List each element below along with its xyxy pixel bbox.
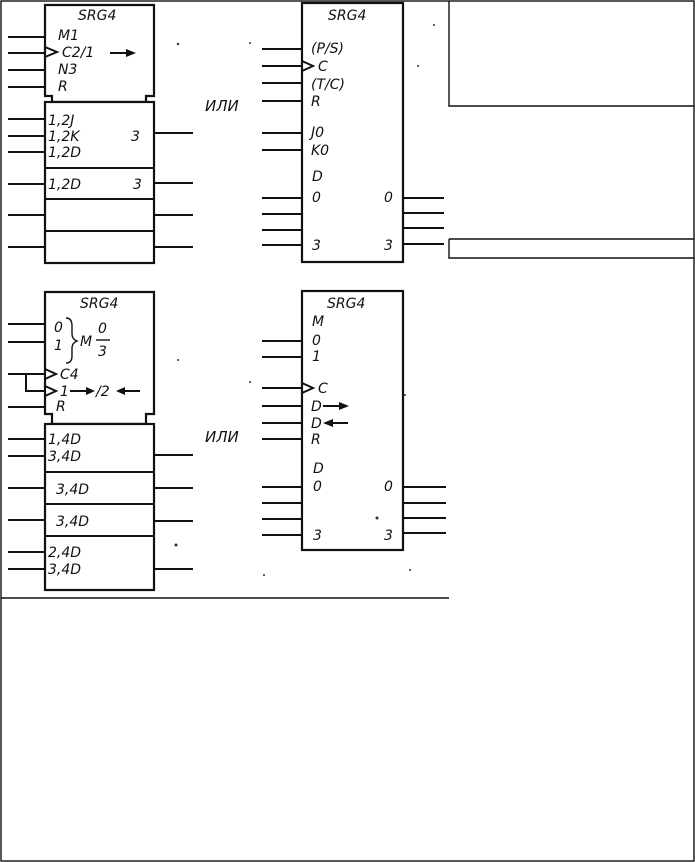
d2-label-d: D xyxy=(312,169,323,185)
d3-cell-5: 2,4D xyxy=(48,545,81,561)
top-right-frame xyxy=(448,1,694,107)
d4-label-1: 1 xyxy=(312,349,321,365)
d4-label-d: D xyxy=(313,461,324,477)
or-label-top: ИЛИ xyxy=(205,97,239,115)
d3-cell-3: 3,4D xyxy=(56,482,89,498)
d4-title: SRG4 xyxy=(327,296,365,312)
d2-title: SRG4 xyxy=(328,8,366,24)
d3-clock-triangle-a xyxy=(44,368,59,380)
d1-label-c2: C2/1 xyxy=(62,45,94,61)
d4-label-d-left: D xyxy=(311,416,322,432)
d4-label-d-right: D xyxy=(311,399,322,415)
d1-label-r: R xyxy=(58,79,68,95)
d1-clock-triangle xyxy=(44,46,60,58)
diagram-3: SRG4 0 1 M 0 3 C4 1 /2 R 1,4D 3,4D 3,4D … xyxy=(8,290,193,592)
d4-label-0b: 0 xyxy=(313,479,322,495)
d2-label-r: R xyxy=(311,94,321,110)
d4-out-0: 0 xyxy=(384,479,393,495)
d3-clock-c4: C4 xyxy=(60,367,79,383)
d2-label-ps: (P/S) xyxy=(311,41,344,57)
d1-cell-k: 1,2K xyxy=(48,129,81,145)
right-mid-frame xyxy=(448,238,694,259)
d3-cell-4: 3,4D xyxy=(56,514,89,530)
or-label-bottom: ИЛИ xyxy=(205,428,239,446)
d3-mode-1: 1 xyxy=(54,338,63,354)
d2-label-3: 3 xyxy=(312,238,321,254)
d3-clock-bridge xyxy=(25,374,45,392)
d1-cells-block xyxy=(43,100,156,265)
d3-clock-triangle-b xyxy=(44,385,59,397)
d3-cell-6: 3,4D xyxy=(48,562,81,578)
d3-cells-block xyxy=(43,422,156,592)
d1-cell-d2: 1,2D xyxy=(48,177,81,193)
d4-out-3: 3 xyxy=(384,528,393,544)
d4-label-m: M xyxy=(312,314,324,330)
d1-cell-d: 1,2D xyxy=(48,145,81,161)
d2-block xyxy=(300,1,405,264)
d1-out-3b: 3 xyxy=(133,177,142,193)
d2-label-0: 0 xyxy=(312,190,321,206)
d1-label-m1: M1 xyxy=(58,28,79,44)
d3-clock-1: 1 xyxy=(60,384,69,400)
d1-title: SRG4 xyxy=(78,8,116,24)
d1-cell-j: 1,2J xyxy=(48,113,74,129)
d2-clock-triangle xyxy=(301,60,316,72)
d4-clock-triangle xyxy=(301,382,316,394)
d3-mode-frac-bottom: 3 xyxy=(98,344,107,360)
diagram-2: SRG4 (P/S) C (T/C) R J0 K0 D 0 3 0 3 xyxy=(262,1,444,264)
d2-out-3: 3 xyxy=(384,238,393,254)
d3-brace xyxy=(65,317,79,364)
scan-noise xyxy=(174,24,435,576)
d3-reset: R xyxy=(56,399,66,415)
d4-label-r: R xyxy=(311,432,321,448)
d3-mode-0: 0 xyxy=(54,320,63,336)
d4-label-3: 3 xyxy=(313,528,322,544)
d3-mode-frac-top: 0 xyxy=(98,321,107,337)
d2-label-k0: K0 xyxy=(311,143,329,159)
d3-clock-2: /2 xyxy=(94,384,110,400)
d1-out-3a: 3 xyxy=(131,129,140,145)
d2-label-c: C xyxy=(318,59,328,75)
d4-label-0: 0 xyxy=(312,333,321,349)
d2-label-tc: (T/C) xyxy=(311,77,345,93)
d2-label-j0: J0 xyxy=(308,125,324,141)
d3-mode-m: M xyxy=(80,334,92,350)
d3-cell-1: 1,4D xyxy=(48,432,81,448)
d4-block xyxy=(300,289,405,552)
diagram-4: SRG4 M 0 1 C D D R D 0 3 0 3 xyxy=(262,289,446,552)
diagram-1: SRG4 M1 C2/1 N3 R 1,2J 1,2K 1,2D 1,2D 3 … xyxy=(8,3,193,265)
d4-label-c: C xyxy=(318,381,328,397)
d2-out-0: 0 xyxy=(384,190,393,206)
d1-label-n3: N3 xyxy=(58,62,77,78)
d3-title: SRG4 xyxy=(80,296,118,312)
d3-cell-2: 3,4D xyxy=(48,449,81,465)
